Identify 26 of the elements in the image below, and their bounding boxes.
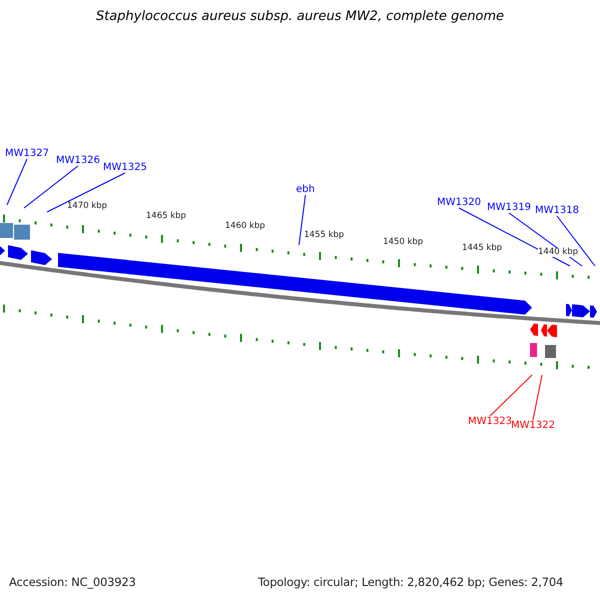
leader-line <box>489 374 532 416</box>
gene-label: MW1322 <box>511 420 555 431</box>
gene-label: MW1326 <box>56 155 100 166</box>
leader-line <box>6 158 28 206</box>
scale-label: 1440 kbp <box>538 248 578 258</box>
leader-line <box>556 216 596 266</box>
gene-label: ebh <box>296 184 315 195</box>
leader-line <box>532 374 542 420</box>
scale-label: 1455 kbp <box>304 231 344 240</box>
gene-label: MW1325 <box>103 162 147 173</box>
footer-text: Topology: circular; Length: 2,820,462 bp; Genes: 2,704 <box>258 576 564 589</box>
gene-label: MW1323 <box>468 416 512 427</box>
gene-label: MW1320 <box>437 197 481 208</box>
title: Staphylococcus aureus subsp. aureus MW2, complete genome <box>94 10 506 24</box>
gene-label: MW1318 <box>535 205 579 216</box>
leader-line <box>24 166 78 208</box>
scale-label: 1470 kbp <box>67 202 108 212</box>
footer-text: Accession: NC_003923 <box>9 576 136 589</box>
leader-line <box>298 194 306 246</box>
gene-label: MW1327 <box>5 148 49 159</box>
scale-label: 1445 kbp <box>462 244 502 254</box>
leader-line <box>46 172 126 212</box>
scale-label: 1450 kbp <box>383 238 424 248</box>
scale-label: 1460 kbp <box>225 222 266 232</box>
gene-label: MW1319 <box>487 202 531 213</box>
scale-label: 1465 kbp <box>146 212 186 222</box>
